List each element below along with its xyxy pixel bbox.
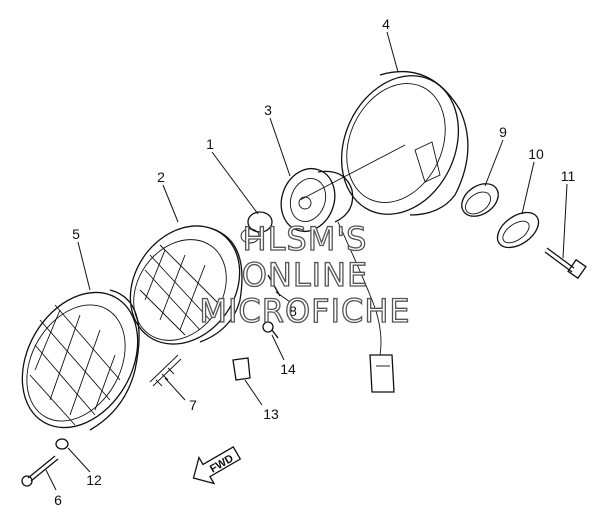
part-6-screw [21, 455, 59, 487]
callout-1: 1 [206, 136, 214, 152]
part-13-clip-nut [232, 357, 251, 381]
watermark: HLSM'S ONLINE MICROFICHE [199, 219, 411, 330]
part-11-bolt [544, 247, 587, 280]
part-1-bulb [240, 211, 273, 244]
part-8-screw [267, 274, 281, 297]
watermark-line-1: HLSM'S [243, 220, 368, 258]
callout-12: 12 [86, 472, 102, 488]
fwd-label: FWD [208, 452, 236, 475]
watermark-line-3: MICROFICHE [199, 292, 410, 330]
callout-6: 6 [54, 492, 62, 508]
part-4-housing [299, 71, 469, 216]
callout-11: 11 [561, 168, 576, 184]
callout-10: 10 [528, 146, 544, 162]
leader-lines [45, 31, 568, 491]
part-10-cap [496, 211, 540, 249]
watermark-line-2: ONLINE [242, 256, 369, 294]
callout-8: 8 [289, 303, 297, 319]
part-2-lens-unit [129, 225, 243, 345]
part-9-grommet [461, 183, 499, 217]
callout-7: 7 [189, 397, 197, 413]
callout-2: 2 [157, 169, 165, 185]
callout-3: 3 [264, 102, 272, 118]
fwd-arrow: FWD [192, 446, 242, 485]
part-7-screw [149, 354, 182, 387]
callout-9: 9 [499, 124, 507, 140]
part-5-guard [21, 289, 140, 431]
part-12-washer [55, 438, 69, 450]
callout-14: 14 [280, 361, 296, 377]
callout-4: 4 [382, 16, 390, 32]
callout-13: 13 [263, 406, 279, 422]
part-14-screw [262, 321, 279, 339]
wiring-harness [337, 221, 395, 393]
part-3-bulb-socket [280, 167, 354, 233]
callout-5: 5 [72, 226, 80, 242]
